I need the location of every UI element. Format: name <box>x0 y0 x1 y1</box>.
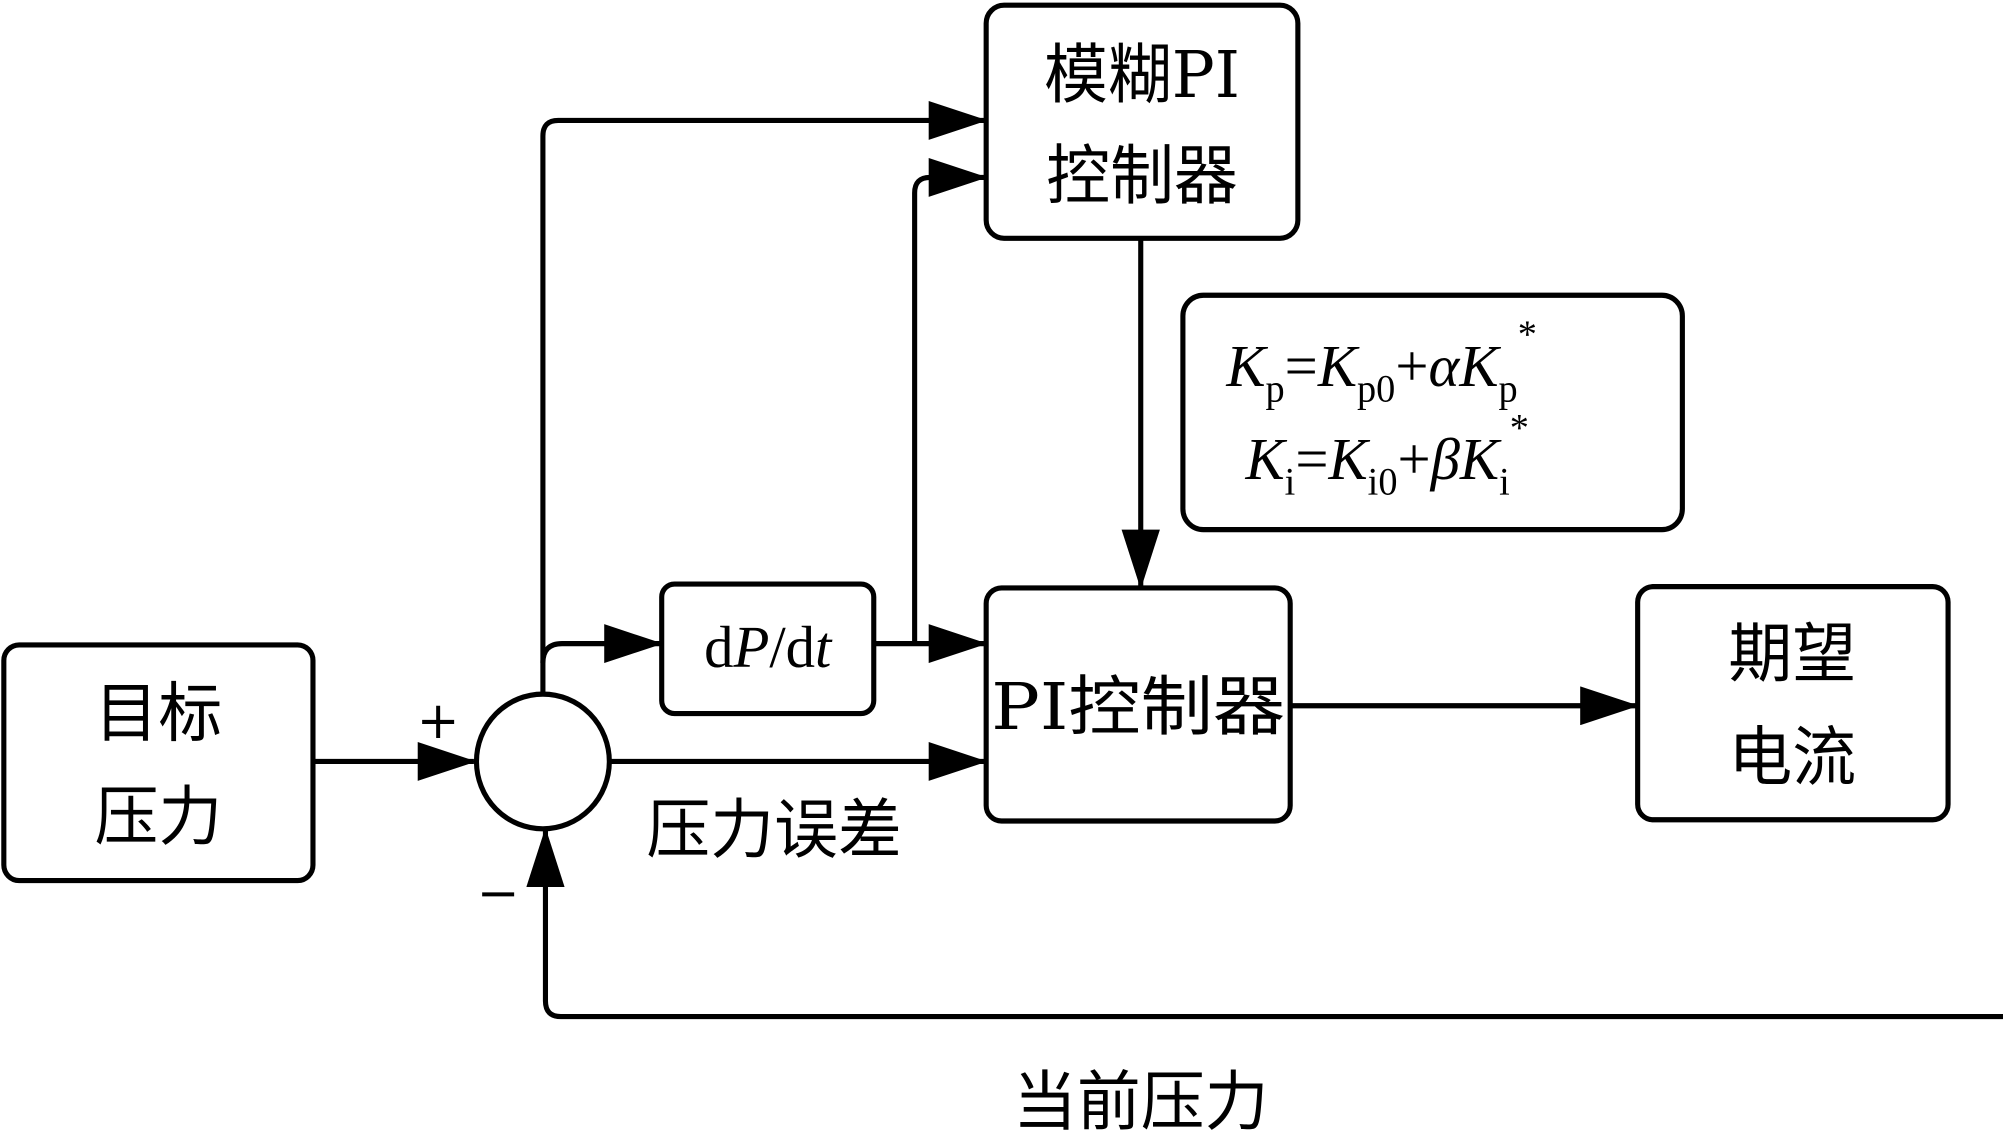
kp-formula: Kp=Kp0+αKp* <box>1225 314 1537 411</box>
sum-to-derivative-arrow <box>540 624 663 664</box>
derivative-block: dP/dt <box>659 581 877 717</box>
pressure-error-label: 压力误差 <box>646 793 901 869</box>
pi-controller-label: PI控制器 <box>991 670 1285 746</box>
gain-formula-block: Kp=Kp0+αKp* Ki=Ki0+βKi* <box>1180 292 1685 533</box>
desired-current-block: 期望 电流 <box>1635 584 1951 823</box>
target-pressure-label-1: 目标 <box>95 676 223 752</box>
derivative-to-fuzzy-arrow <box>912 157 988 644</box>
minus-sign: − <box>477 863 520 923</box>
target-pressure-label-2: 压力 <box>95 780 223 856</box>
plus-sign: + <box>417 691 460 751</box>
current-pressure-label: 当前压力 <box>1013 1065 1268 1137</box>
sum-to-fuzzy-error-arrow <box>540 101 988 695</box>
desired-current-label-2: 电流 <box>1728 720 1856 796</box>
desired-current-label-1: 期望 <box>1728 617 1856 693</box>
fuzzy-pi-label-2: 控制器 <box>1046 139 1238 215</box>
fuzzy-pi-label-1: 模糊PI <box>1044 38 1240 114</box>
feedback-arrow <box>526 827 2003 1020</box>
target-pressure-block: 目标 压力 <box>1 642 316 884</box>
ki-formula: Ki=Ki0+βKi* <box>1244 407 1528 504</box>
fuzzy-pi-controller-block: 模糊PI 控制器 <box>983 2 1301 241</box>
pi-controller-block: PI控制器 <box>983 585 1293 824</box>
derivative-label: dP/dt <box>704 614 833 680</box>
summing-junction <box>473 691 612 832</box>
